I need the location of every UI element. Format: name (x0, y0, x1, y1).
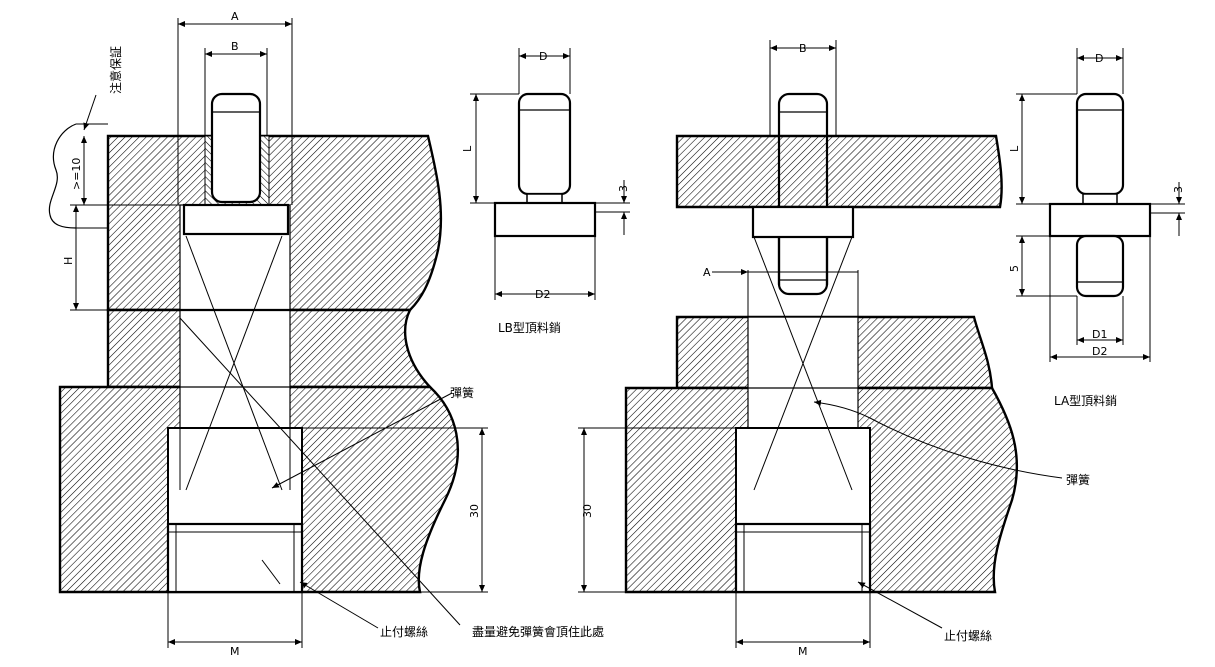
la-pin-neck (1082, 193, 1118, 205)
left-dimensions (70, 18, 488, 648)
left-label-spring: 彈簧 (450, 385, 474, 400)
left-pin-body (210, 92, 262, 204)
left-dim-b: B (231, 40, 239, 53)
left-note-avoid: 盡量避免彈簧會頂住此處 (472, 624, 604, 639)
la-pin-head (1048, 202, 1152, 238)
left-dim-min10: >=10 (70, 158, 83, 190)
right-dim-m: M (798, 645, 808, 658)
right-assembly (624, 92, 1019, 594)
lb-pin-shaft (517, 92, 572, 196)
lb-dim-l: L (461, 145, 474, 152)
right-top-plate (675, 134, 1003, 209)
left-label-stop-screw: 止付螺絲 (380, 624, 428, 639)
left-break-line (48, 123, 77, 229)
right-labels: B A 30 M 彈簧 止付螺絲 (581, 42, 1090, 658)
right-dimensions (578, 40, 1063, 648)
la-dim-d2: D2 (1092, 345, 1107, 358)
left-pin-flange (182, 203, 290, 236)
lb-pin-neck (526, 193, 563, 204)
lb-dim-d: D (539, 50, 547, 63)
right-label-spring: 彈簧 (1066, 472, 1090, 487)
la-pin-title: LA型頂料銷 (1054, 393, 1117, 408)
la-dim-d: D (1095, 52, 1103, 65)
lb-dim-d2: D2 (535, 288, 550, 301)
lb-dim-3: 3 (617, 185, 630, 192)
right-dim-a: A (703, 266, 711, 279)
la-dim-l: L (1008, 145, 1021, 152)
right-dim-b: B (799, 42, 807, 55)
lb-pin-title: LB型頂料銷 (498, 320, 561, 335)
left-dim-m: M (230, 645, 240, 658)
left-dim-a: A (231, 10, 239, 23)
left-dim-h: H (62, 257, 75, 265)
la-pin-drawing (1016, 48, 1185, 362)
la-pin-labels: D L 3 5 D1 D2 LA型頂料銷 (1008, 52, 1185, 408)
la-dim-d1: D1 (1092, 328, 1107, 341)
lb-pin-labels: D L 3 D2 LB型頂料銷 (461, 50, 630, 335)
left-dim-30: 30 (468, 504, 481, 518)
lb-pin-head (493, 201, 597, 238)
right-label-stop-screw: 止付螺絲 (944, 628, 992, 643)
right-pin-flange (751, 205, 855, 239)
left-note-guarantee: 注意保証 (108, 46, 123, 94)
lb-pin-drawing (470, 48, 630, 300)
left-assembly (48, 92, 461, 626)
right-dim-30: 30 (581, 504, 594, 518)
left-labels: A B >=10 H 30 M 注意保証 彈簧 止付螺絲 盡量避免彈簧會頂住此處 (62, 10, 604, 658)
la-dim-3: 3 (1172, 186, 1185, 193)
right-pin-body (777, 92, 829, 296)
la-pin-shaft-bottom (1075, 234, 1125, 298)
right-stop-screw (734, 522, 872, 594)
left-stop-screw (166, 522, 304, 594)
la-pin-shaft-top (1075, 92, 1125, 196)
la-dim-5: 5 (1008, 265, 1021, 272)
